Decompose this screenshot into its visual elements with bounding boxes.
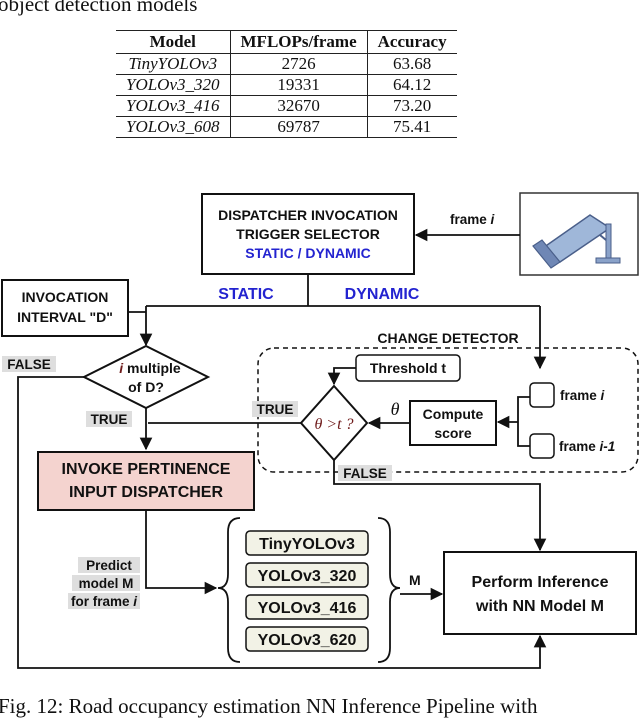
change-detector-title: CHANGE DETECTOR [377, 330, 518, 346]
threshold-arrow [327, 367, 356, 386]
model-label-yolov3-620: YOLOv3_620 [258, 632, 357, 649]
true-right-label: TRUE [257, 402, 294, 417]
camera-icon [532, 214, 621, 269]
model-table: Model MFLOPs/frame Accuracy TinyYOLOv3 2… [116, 30, 457, 138]
invocation-interval-line2: INTERVAL "D" [17, 309, 113, 325]
false-bottom-bg [338, 465, 392, 481]
table-cell-mflops: 32670 [229, 95, 368, 117]
m-label: M [409, 572, 421, 588]
table-cell-mflops: 19331 [229, 74, 368, 96]
table-cell-mflops: 69787 [229, 116, 368, 138]
predict-line3-bg [68, 593, 140, 609]
figure-caption: Fig. 12: Road occupancy estimation NN In… [0, 694, 538, 718]
invoke-dispatcher-line2: INPUT DISPATCHER [69, 484, 224, 501]
theta-symbol: θ [391, 399, 400, 419]
false-left-bg [2, 356, 56, 372]
dynamic-label: DYNAMIC [345, 286, 420, 303]
decision-multiple-line1: i multiple [119, 360, 181, 376]
table-row: TinyYOLOv3 2726 63.68 [116, 53, 457, 75]
table-header-accuracy: Accuracy [366, 30, 457, 54]
frame-i-1-right-label: frame i-1 [559, 439, 615, 454]
frame-i-1-icon [529, 433, 555, 459]
predict-arrow [145, 510, 218, 595]
model-label-yolov3-416: YOLOv3_416 [258, 600, 357, 617]
model-label-tinyyolov3: TinyYOLOv3 [259, 536, 355, 553]
model-box-yolov3-416 [245, 594, 369, 620]
trigger-selector-box [201, 193, 415, 275]
change-detector-region [257, 347, 639, 473]
invocation-interval-line1: INVOCATION [22, 289, 109, 305]
theta-false-arrow [333, 460, 547, 552]
table-row: YOLOv3_608 69787 75.41 [116, 116, 457, 138]
top-caption: object detection models [0, 0, 198, 16]
true-left-bg [86, 411, 132, 427]
model-box-tinyyolov3 [245, 530, 369, 556]
predict-line1-bg [78, 557, 140, 573]
table-cell-accuracy: 63.68 [366, 53, 457, 75]
frame-i-top-label: frame i [450, 212, 495, 227]
table-header-row: Model MFLOPs/frame Accuracy [116, 30, 457, 54]
model-box-yolov3-320 [245, 562, 369, 588]
trigger-selector-line1: DISPATCHER INVOCATION [218, 207, 398, 223]
true-left-label: TRUE [91, 412, 128, 427]
invoke-dispatcher-line1: INVOKE PERTINENCE [62, 461, 231, 478]
false-loop-arrow [17, 376, 547, 669]
table-row: YOLOv3_320 19331 64.12 [116, 74, 457, 96]
decision-multiple-line2: of D? [128, 379, 164, 395]
perform-inference-box [443, 551, 637, 635]
table-cell-model: YOLOv3_608 [116, 116, 231, 138]
table-cell-accuracy: 75.41 [366, 116, 457, 138]
table-cell-model: YOLOv3_320 [116, 74, 231, 96]
table-cell-accuracy: 73.20 [366, 95, 457, 117]
model-label-yolov3-320: YOLOv3_320 [258, 568, 357, 585]
table-cell-model: TinyYOLOv3 [116, 53, 231, 75]
trigger-selector-line2: TRIGGER SELECTOR [236, 226, 380, 242]
table-cell-mflops: 2726 [229, 53, 368, 75]
compute-score-line2: score [434, 425, 472, 441]
frame-i-right-label: frame i [560, 388, 605, 403]
predict-line3: for frame i [71, 594, 137, 609]
table-cell-model: YOLOv3_416 [116, 95, 231, 117]
frames-bracket [517, 396, 530, 447]
compute-score-line1: Compute [423, 406, 484, 422]
table-row: YOLOv3_416 32670 73.20 [116, 95, 457, 117]
perform-inference-line2: with NN Model M [475, 598, 604, 615]
multiple-decision-diamond [81, 344, 211, 410]
invocation-interval-box [1, 279, 129, 337]
predict-line2-bg [72, 575, 140, 591]
false-left-label: FALSE [7, 357, 51, 372]
threshold-label: Threshold t [370, 360, 447, 376]
predict-line2: model M [79, 576, 134, 591]
table-cell-accuracy: 64.12 [366, 74, 457, 96]
true-right-bg [252, 401, 298, 417]
frame-i-icon [529, 382, 555, 408]
table-header-mflops: MFLOPs/frame [229, 30, 368, 54]
invoke-dispatcher-box [37, 451, 255, 511]
trigger-selector-line3: STATIC / DYNAMIC [245, 245, 370, 261]
models-left-brace [217, 517, 241, 663]
false-bottom-label: FALSE [343, 466, 387, 481]
models-right-brace [377, 517, 401, 663]
static-label: STATIC [218, 286, 274, 303]
compute-score-box [409, 400, 497, 446]
model-box-yolov3-620 [245, 626, 369, 652]
predict-line1: Predict [86, 558, 132, 573]
table-header-model: Model [116, 30, 231, 54]
theta-decision-label: θ >t ? [314, 416, 353, 433]
perform-inference-line1: Perform Inference [472, 574, 609, 591]
